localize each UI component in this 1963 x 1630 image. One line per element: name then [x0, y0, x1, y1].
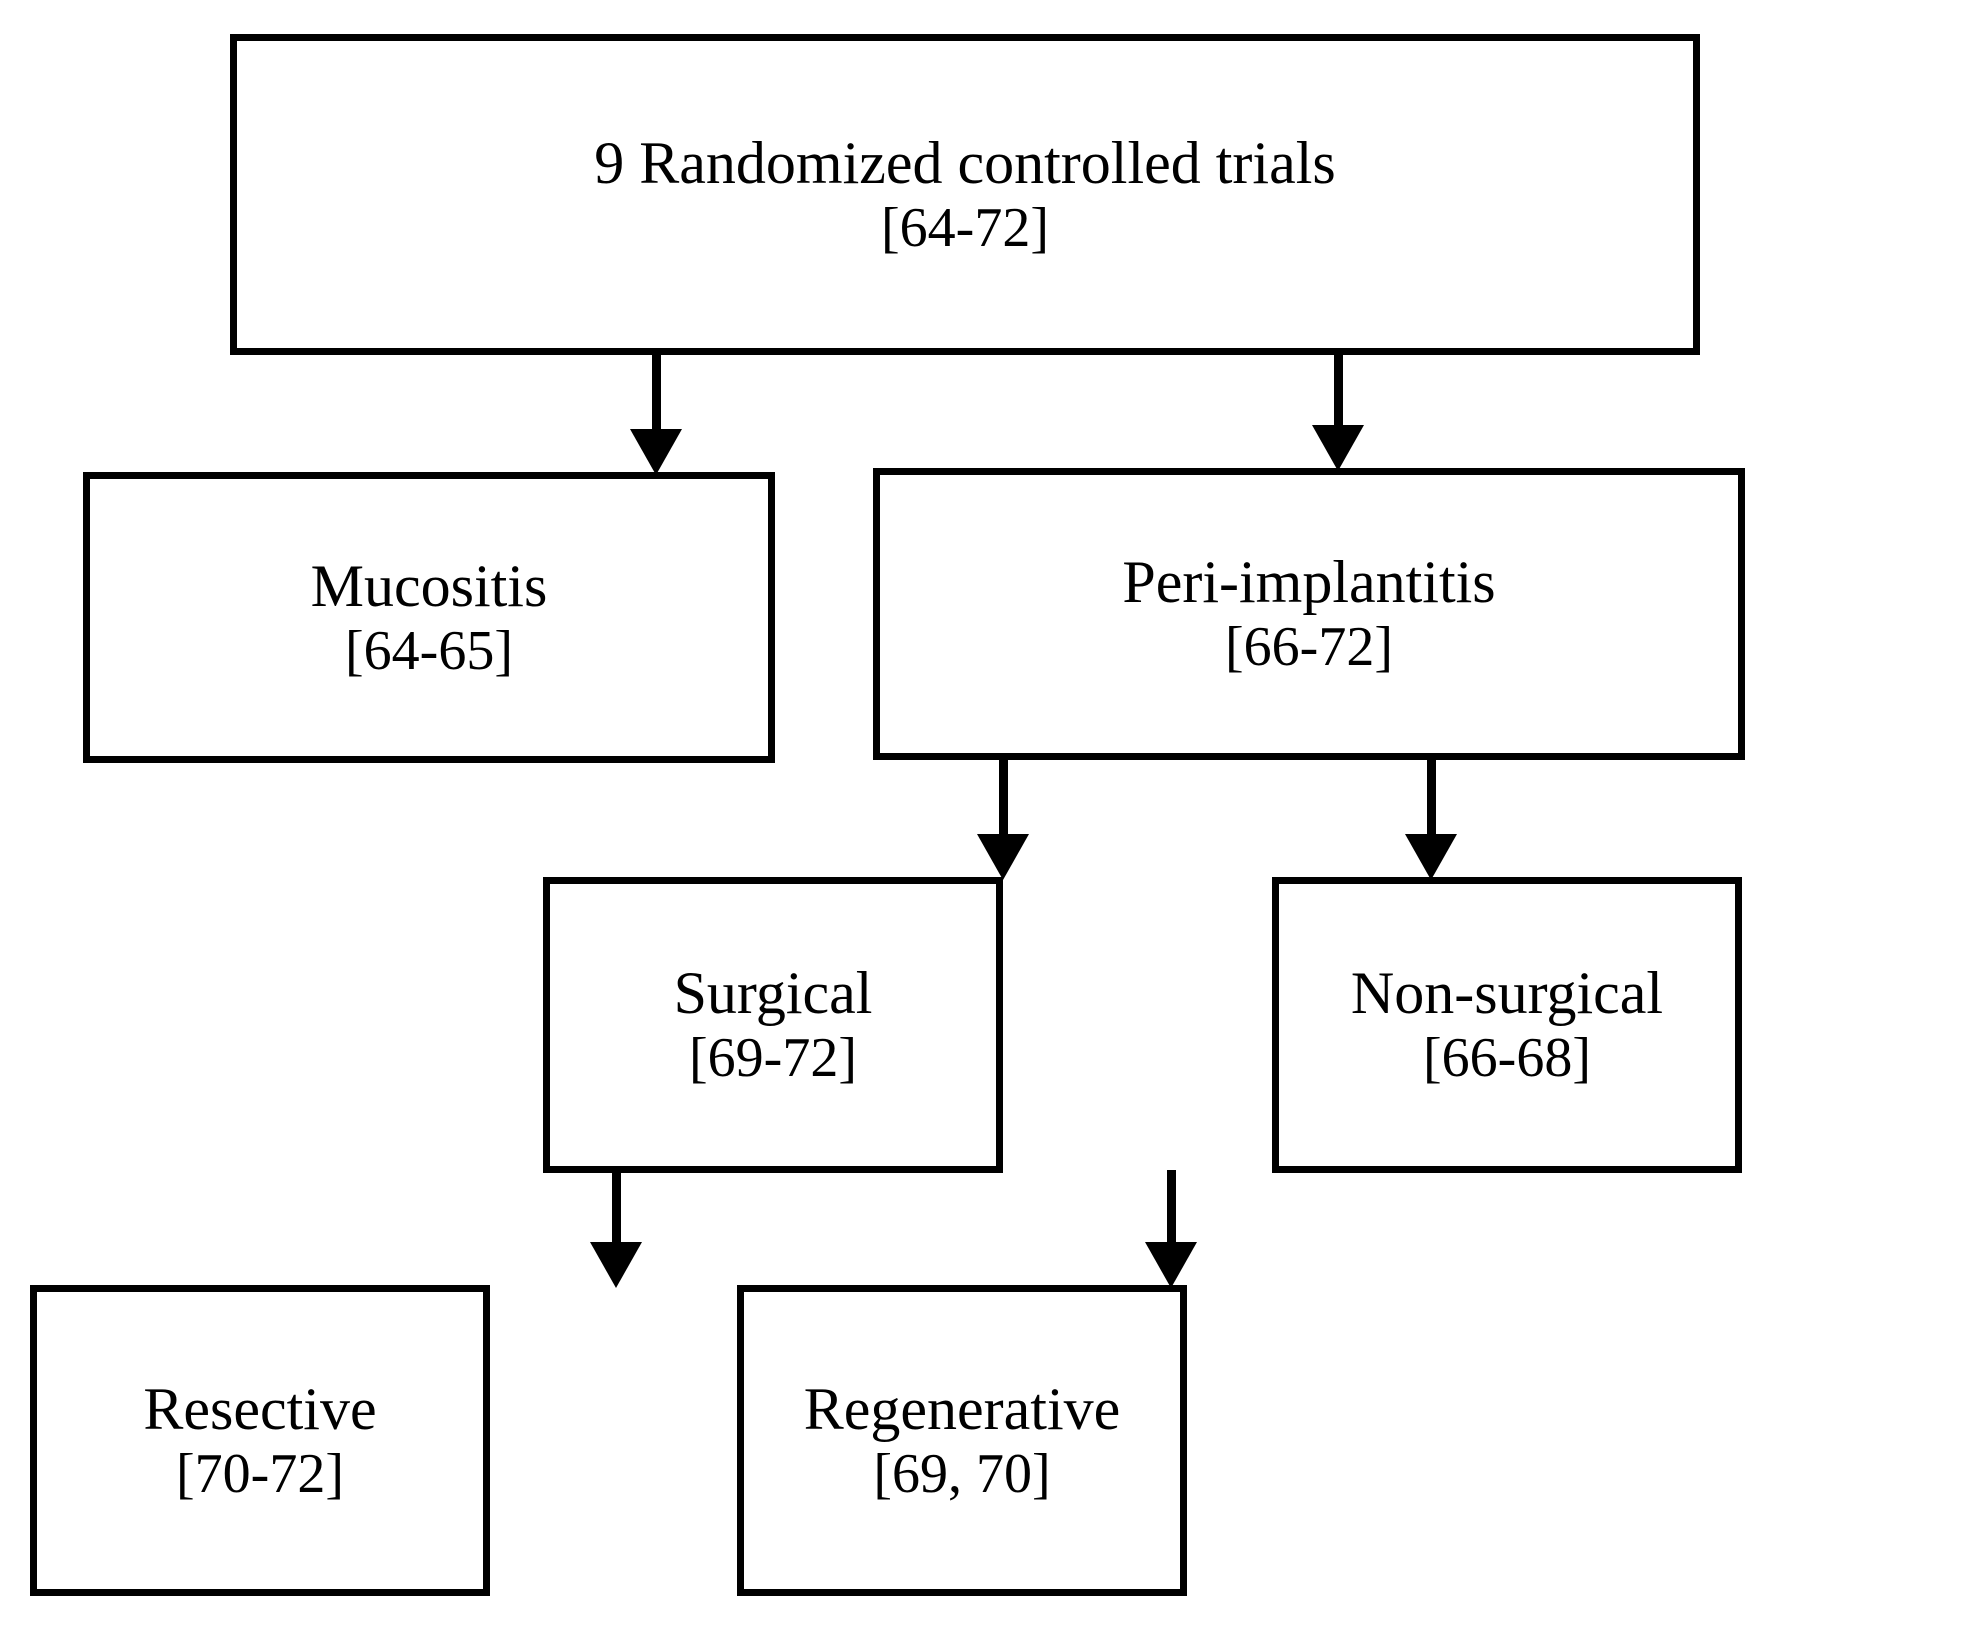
- node-references: [69, 70]: [873, 1442, 1051, 1505]
- node-references: [70-72]: [176, 1442, 344, 1505]
- node-references: [64-65]: [345, 619, 513, 682]
- node-label: Surgical: [673, 960, 873, 1027]
- node-mucositis[interactable]: Mucositis [64-65]: [83, 472, 775, 763]
- edge-line: [1333, 352, 1343, 426]
- node-regenerative[interactable]: Regenerative [69, 70]: [737, 1285, 1187, 1596]
- node-peri-implantitis[interactable]: Peri-implantitis [66-72]: [873, 468, 1745, 760]
- edge-line: [1166, 1170, 1176, 1243]
- edge-peri-implantitis-to-non-surgical: [1405, 757, 1457, 880]
- edge-peri-implantitis-to-surgical: [977, 757, 1029, 880]
- node-label: Non-surgical: [1350, 960, 1664, 1027]
- node-resective[interactable]: Resective [70-72]: [30, 1285, 490, 1596]
- node-label: Resective: [143, 1375, 377, 1442]
- arrow-head-icon: [630, 429, 682, 475]
- node-label: 9 Randomized controlled trials: [594, 129, 1336, 196]
- node-references: [69-72]: [689, 1027, 857, 1090]
- arrow-head-icon: [1405, 834, 1457, 880]
- arrow-head-icon: [977, 834, 1029, 880]
- edge-root-to-mucositis: [630, 352, 682, 475]
- edge-line: [651, 352, 661, 430]
- node-label: Peri-implantitis: [1122, 549, 1496, 616]
- arrow-head-icon: [1145, 1242, 1197, 1288]
- edge-line: [611, 1170, 621, 1243]
- node-non-surgical[interactable]: Non-surgical [66-68]: [1272, 877, 1742, 1173]
- edge-line: [1426, 757, 1436, 835]
- node-label: Mucositis: [310, 552, 548, 619]
- node-label: Regenerative: [803, 1375, 1121, 1442]
- edge-surgical-to-resective: [590, 1170, 642, 1288]
- node-references: [64-72]: [881, 196, 1049, 259]
- arrow-head-icon: [1312, 425, 1364, 471]
- node-surgical[interactable]: Surgical [69-72]: [543, 877, 1003, 1173]
- node-references: [66-72]: [1225, 616, 1393, 679]
- edge-root-to-peri-implantitis: [1312, 352, 1364, 471]
- arrow-head-icon: [590, 1242, 642, 1288]
- edge-line: [998, 757, 1008, 835]
- node-randomized-controlled-trials[interactable]: 9 Randomized controlled trials [64-72]: [230, 34, 1700, 355]
- edge-surgical-to-regenerative: [1145, 1170, 1197, 1288]
- node-references: [66-68]: [1423, 1027, 1591, 1090]
